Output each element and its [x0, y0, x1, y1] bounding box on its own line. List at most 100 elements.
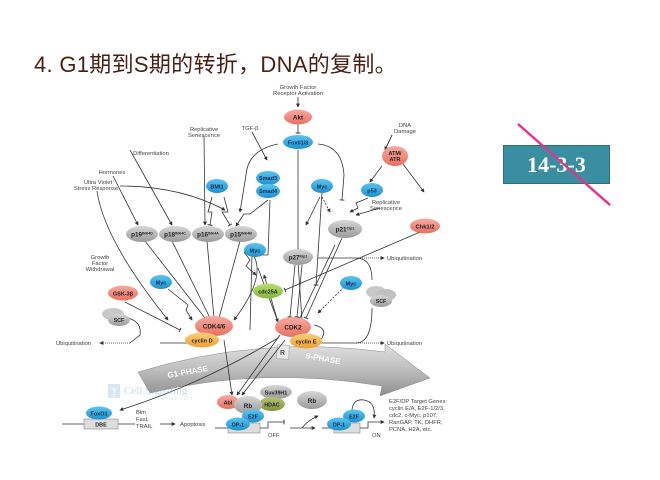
node-cdk46: CDK4/6 [195, 316, 233, 336]
node-smad3-label: Smad3 [259, 176, 277, 182]
node-myc-left: Myc [150, 275, 172, 289]
node-akt: Akt [284, 109, 312, 125]
node-myc-mid: Myc [244, 243, 266, 257]
pathway-edges [62, 97, 425, 430]
node-cdc25a: cdc25A [253, 283, 283, 299]
node-p19-label: p19INK4D [131, 232, 153, 239]
bim-label: Bim [136, 410, 146, 416]
node-cdk46-label: CDK4/6 [203, 324, 226, 331]
node-p18: p18INK4C [159, 226, 191, 242]
ultra-violet-label: Ultra Violet [84, 180, 113, 186]
dna-label: DNA [399, 123, 411, 129]
node-e2f-on: E2F [343, 409, 365, 423]
targets-line-3: RanGAP, TK, DHFR, [389, 420, 443, 426]
node-p53: p53 [361, 183, 383, 197]
node-p21-label: p21Cip1 [336, 227, 355, 234]
node-dp1-on-label: DP-1 [333, 423, 345, 429]
node-myc-right-label: Myc [346, 282, 357, 288]
targets-line-4: PCNA, H2A, etc. [389, 427, 433, 433]
node-suv39h1-label: Suv39H1 [265, 391, 287, 397]
stress-response-label: Stress Response [74, 186, 118, 192]
node-dp1: DP-1 [226, 417, 250, 431]
ubiquitination-bottom-label: Ubiquitination [387, 341, 422, 347]
node-akt-label: Akt [293, 115, 304, 122]
node-cyclin-d-label: cyclin D [191, 339, 212, 345]
node-scf-left: SCF [102, 308, 130, 326]
node-atm-atr: ATM/ ATR [382, 146, 408, 166]
node-myc-mid-label: Myc [250, 249, 261, 255]
damage-label: Damage [394, 129, 416, 135]
cell-signaling-logo: Cell Signaling TECHNOLOGY® [108, 384, 194, 401]
ubiquitination-left-label: Ubiquitination [56, 341, 91, 347]
node-chk12: Chk1/2 [410, 218, 440, 234]
factor-label: Factor [92, 261, 108, 267]
node-chk12-label: Chk1/2 [415, 225, 434, 231]
node-gsk3b: GSK-3β [108, 285, 138, 301]
fasl-label: FasL [136, 417, 150, 423]
logo-main-text: Cell Signaling [124, 385, 188, 397]
protein-badge-14-3-3: 14-3-3 [503, 145, 610, 184]
targets-line-2: cdc2, c-Myc, p107, [389, 413, 438, 419]
node-bmi1: BMI1 [206, 179, 228, 193]
node-myc-left-label: Myc [156, 281, 167, 287]
node-cdk2: CDK2 [275, 317, 311, 337]
node-suv39h1: Suv39H1 [260, 385, 292, 399]
node-dp1-label: DP-1 [232, 423, 244, 429]
node-p21: p21Cip1 [328, 220, 362, 238]
logo-sub-text: TECHNOLOGY® [158, 397, 194, 401]
node-hdac: HDAC [259, 397, 285, 411]
node-smad4-label: Smad4 [259, 189, 278, 195]
node-atm-label: ATM/ [388, 151, 402, 157]
replicative-senescence-label-2: Senescence [370, 206, 402, 212]
restriction-point-box [276, 344, 290, 360]
restriction-point-label: R [280, 350, 285, 357]
on-label: ON [372, 433, 381, 439]
node-e2f-on-label: E2F [349, 415, 359, 421]
node-myc-top: Myc [311, 179, 333, 193]
trail-label: TRAIL [136, 424, 153, 430]
apoptosis-label: Apoptosis [180, 422, 206, 428]
node-cyclin-e: cyclin E [290, 333, 322, 349]
node-myc-right: Myc [340, 276, 362, 290]
node-p19: p19INK4D [126, 226, 158, 242]
ubiquitination-top-label: Ubiquitination [387, 256, 422, 262]
node-cyclin-d: cyclin D [185, 332, 219, 348]
node-scf-right-label: SCF [376, 299, 387, 305]
node-rb-free-label: Rb [308, 398, 317, 405]
node-p27: p27Kip1 [283, 249, 313, 265]
node-hdac-label: HDAC [264, 403, 279, 409]
node-e2f: E2F [242, 409, 264, 423]
senescence-label: Senescence [188, 133, 220, 139]
growth-label: Growth [91, 255, 110, 261]
tgf-beta-label: TGF-β [242, 126, 260, 132]
node-rb: Rb [234, 396, 262, 414]
node-foxo13: Fox01/3 [283, 135, 313, 149]
node-p53-label: p53 [367, 189, 376, 195]
withdrawal-label: Withdrawal [86, 267, 115, 273]
node-atr-label: ATR [390, 157, 401, 163]
hormones-label: Hormones [99, 170, 126, 176]
node-gsk3b-label: GSK-3β [113, 292, 134, 298]
node-cdc25a-label: cdc25A [258, 290, 278, 296]
node-cdk2-label: CDK2 [284, 325, 302, 332]
dbe-label: DBE [95, 423, 107, 429]
node-myc-top-label: Myc [317, 185, 328, 191]
receptor-activation-label: Receptor Activation [273, 91, 323, 97]
node-abl-label: Abl [224, 401, 233, 407]
node-smad4: Smad4 [256, 184, 280, 198]
node-foxo1: FoxO1 [86, 406, 112, 420]
node-abl: Abl [217, 395, 239, 409]
replicative-label: Replicative [190, 127, 218, 133]
differentiation-label: Differentiation [133, 151, 169, 157]
node-p16-label: p16INK4A [197, 232, 219, 239]
node-dp1-on: DP-1 [327, 417, 351, 431]
node-rb-free: Rb [297, 391, 327, 409]
slide-title: 4. G1期到S期的转折，DNA的复制。 [34, 52, 397, 77]
node-bmi1-label: BMI1 [210, 185, 223, 191]
node-e2f-label: E2F [248, 415, 258, 421]
node-p15-label: p15INK4B [230, 232, 252, 239]
off-label: OFF [268, 433, 280, 439]
node-p16: p16INK4A [192, 226, 224, 242]
node-smad3: Smad3 [256, 171, 280, 185]
